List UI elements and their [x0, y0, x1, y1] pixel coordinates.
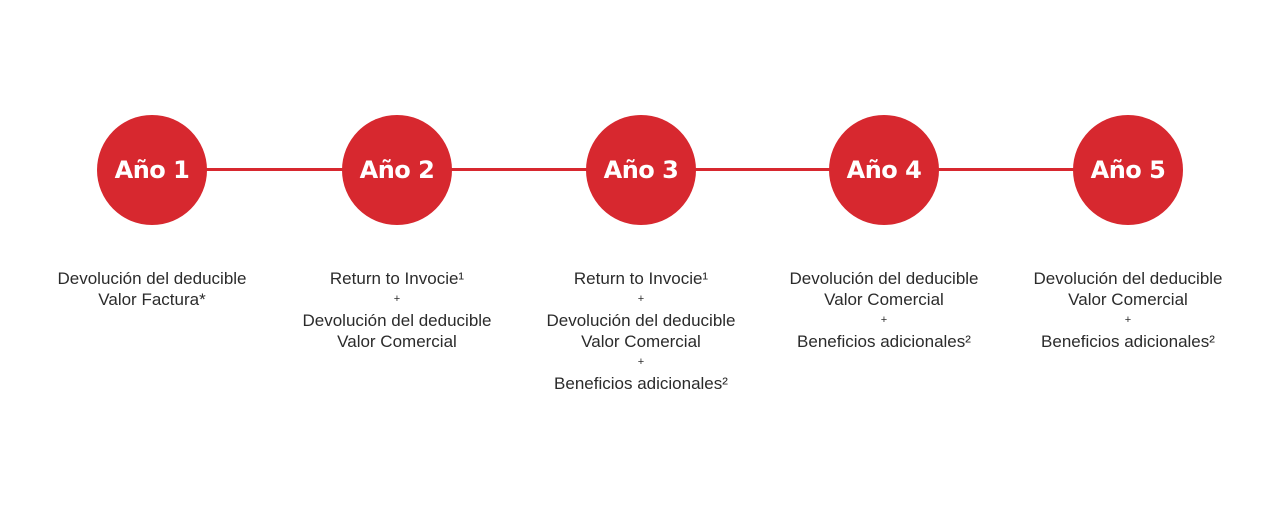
year-2-description: Return to Invocie¹ + Devolución del dedu… — [277, 268, 517, 352]
benefit-line: Beneficios adicionales² — [554, 374, 728, 393]
benefit-line: Devolución del deducible — [789, 269, 979, 288]
year-2-label: Año 2 — [359, 156, 435, 184]
connector-line-2-3 — [449, 168, 591, 171]
benefit-line: Valor Comercial — [337, 332, 457, 351]
year-5-label: Año 5 — [1090, 156, 1166, 184]
year-4-label: Año 4 — [846, 156, 922, 184]
step-year-3: Año 3 Return to Invocie¹ + Devolución de… — [521, 115, 761, 394]
step-year-2: Año 2 Return to Invocie¹ + Devolución de… — [277, 115, 517, 352]
year-5-description: Devolución del deducible Valor Comercial… — [1008, 268, 1248, 352]
benefit-line: Devolución del deducible — [302, 311, 492, 330]
year-3-description: Return to Invocie¹ + Devolución del dedu… — [521, 268, 761, 394]
step-year-5: Año 5 Devolución del deducible Valor Com… — [1008, 115, 1248, 352]
year-5-circle: Año 5 — [1073, 115, 1183, 225]
year-4-circle: Año 4 — [829, 115, 939, 225]
benefit-line: Devolución del deducible — [1033, 269, 1223, 288]
year-2-circle: Año 2 — [342, 115, 452, 225]
plus-separator: + — [637, 293, 645, 305]
year-4-description: Devolución del deducible Valor Comercial… — [764, 268, 1004, 352]
plus-separator: + — [393, 293, 401, 305]
connector-line-4-5 — [935, 168, 1077, 171]
benefit-line: Valor Comercial — [1068, 290, 1188, 309]
step-year-4: Año 4 Devolución del deducible Valor Com… — [764, 115, 1004, 352]
year-3-circle: Año 3 — [586, 115, 696, 225]
connector-line-3-4 — [692, 168, 834, 171]
year-1-description: Devolución del deducible Valor Factura* — [32, 268, 272, 310]
connector-line-1-2 — [205, 168, 347, 171]
year-1-label: Año 1 — [114, 156, 190, 184]
benefit-line: Return to Invocie¹ — [573, 269, 709, 288]
benefit-line: Devolución del deducible — [546, 311, 736, 330]
benefit-line: Valor Comercial — [581, 332, 701, 351]
benefit-line: Devolución del deducible — [57, 269, 247, 288]
year-1-circle: Año 1 — [97, 115, 207, 225]
benefit-line: Return to Invocie¹ — [329, 269, 465, 288]
benefit-line: Beneficios adicionales² — [1041, 332, 1215, 351]
plus-separator: + — [880, 314, 888, 326]
step-year-1: Año 1 Devolución del deducible Valor Fac… — [32, 115, 272, 310]
benefit-line: Valor Comercial — [824, 290, 944, 309]
plus-separator: + — [637, 356, 645, 368]
benefit-line: Valor Factura* — [98, 290, 206, 309]
year-3-label: Año 3 — [603, 156, 679, 184]
benefit-line: Beneficios adicionales² — [797, 332, 971, 351]
plus-separator: + — [1124, 314, 1132, 326]
